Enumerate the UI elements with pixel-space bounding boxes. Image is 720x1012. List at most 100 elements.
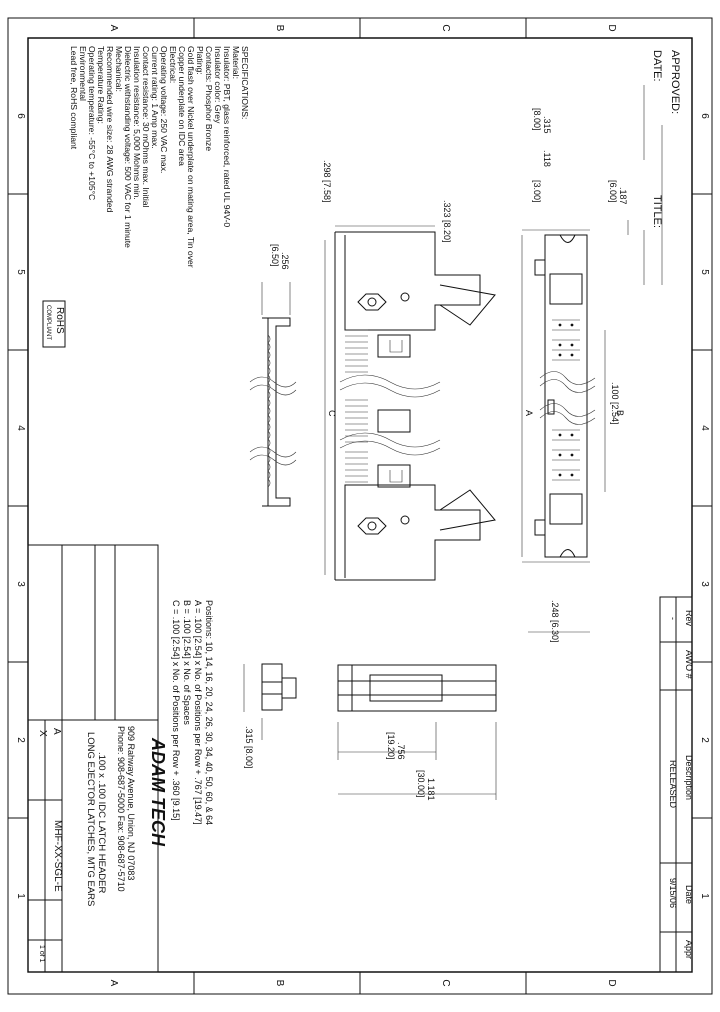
company-name: ADAM TECH — [148, 737, 168, 847]
dim-118-label: .118 — [542, 150, 552, 167]
part-description-1: .100 x .100 IDC LATCH HEADER — [96, 752, 107, 893]
pin-row-line — [552, 429, 580, 481]
zone-number: 2 — [15, 737, 26, 743]
dim-298-label: .298 [7.58] — [322, 160, 332, 203]
break-mark — [249, 454, 297, 466]
zone-number: 4 — [15, 425, 26, 431]
break-mark — [339, 374, 441, 390]
dim-248-label: .248 [6.30] — [550, 600, 560, 643]
dim-800-label: [8.00] — [532, 108, 542, 131]
cable-profile — [262, 317, 291, 507]
spec-line: Plating: — [195, 46, 205, 75]
zone-letter: B — [274, 980, 285, 987]
rev-value: - — [668, 617, 678, 620]
dim-100-label: .100 [2.54] — [610, 382, 620, 425]
dim-323-label: .323 [8.20] — [442, 200, 452, 243]
contact-detail — [389, 340, 403, 353]
pin — [558, 433, 562, 437]
company-phone: Phone: 908-687-5000 Fax: 908-687-5710 — [116, 726, 126, 892]
contact-detail — [389, 470, 403, 483]
top-view — [534, 234, 596, 558]
break-mark — [249, 376, 297, 388]
spec-line: Recommended wire size: 28 AWG stranded — [105, 46, 115, 213]
zone-number: 6 — [15, 113, 26, 119]
revision-table: Rev AWO # Description Date Appr - RELEAS… — [659, 596, 694, 973]
spec-line: Temperature Rating: — [96, 46, 106, 124]
mounting-hole — [367, 521, 377, 531]
positions-line: C = .100 [2.54] x No. of Positions per R… — [171, 600, 181, 821]
zone-number: 5 — [15, 269, 26, 275]
pin — [558, 353, 562, 357]
spec-line: Gold flash over Nickel underplate on mat… — [186, 46, 196, 268]
top-view-notch — [534, 259, 545, 276]
dim-315b-label: .315 [8.00] — [244, 726, 254, 769]
dim-256-label: .256 — [280, 252, 290, 270]
zone-letter: D — [606, 24, 617, 31]
end-view-body — [337, 664, 497, 712]
appr-col-header: Appr — [684, 940, 694, 959]
mounting-ear-hex — [357, 517, 387, 535]
idc-contact — [345, 329, 368, 373]
top-view-latch-end — [549, 493, 583, 525]
spec-line: Insulation resistance: 5,000 Mohms min. — [132, 46, 142, 200]
break-mark — [339, 432, 441, 448]
sheet-number: 1 of 1 — [38, 945, 45, 963]
approved-label: APPROVED: — [669, 50, 681, 114]
positions-notes: Positions: 10, 14, 16, 20, 24, 26, 30, 3… — [171, 600, 214, 825]
dim-1181-label: 1.181 — [426, 778, 436, 801]
date-label: DATE: — [651, 50, 663, 82]
break-mark — [539, 379, 596, 393]
date-col-header: Date — [684, 885, 694, 904]
contact-window — [377, 464, 411, 488]
spec-line: Contacts: Phosphor Bronze — [204, 46, 214, 151]
dim-c-label: C — [327, 410, 337, 417]
ejector-latch — [439, 489, 496, 531]
description-value: RELEASED — [668, 760, 678, 809]
spec-line: Insulator: PBT, glass reinforced, rated … — [222, 46, 232, 227]
spec-line: Electrical: — [168, 46, 178, 83]
positions-line: A = .100 [2.54] x No. of Positions per R… — [193, 600, 203, 825]
positions-line: Positions: 10, 14, 16, 20, 24, 26, 30, 3… — [204, 600, 214, 825]
cable-ribs — [267, 334, 271, 488]
dim-300-label: [3.00] — [532, 180, 542, 203]
end-view-latch — [369, 674, 443, 702]
rohs-compliant-text: COMPLIANT — [45, 305, 51, 340]
top-view-ear — [559, 234, 576, 243]
zone-number: 5 — [699, 269, 710, 275]
cable-view: .256 [6.50] — [249, 244, 297, 507]
end-view: .756 [19.20] 1.181 [30.00] — [337, 664, 497, 801]
mounting-hole — [400, 515, 410, 525]
specifications: SPECIFICATIONS: Material: Insulator: PBT… — [69, 46, 250, 268]
zone-number: 6 — [699, 113, 710, 119]
idc-contact — [345, 451, 368, 483]
zone-number: 1 — [15, 893, 26, 899]
spec-line: Operating temperature: -55°C to +105°C — [87, 46, 97, 200]
mounting-ear-hex — [357, 293, 387, 311]
zone-letter: C — [440, 24, 451, 31]
profile-body — [261, 663, 283, 711]
part-description-2: LONG EJECTOR LATCHES, MTG EARS — [85, 732, 96, 906]
break-mark — [539, 411, 596, 425]
zone-number: 1 — [699, 893, 710, 899]
top-view-notch — [534, 519, 545, 536]
dim-1920-label: [19.20] — [386, 732, 396, 760]
drawing-size: A — [51, 728, 62, 735]
zone-letter: B — [274, 25, 285, 32]
title-block-frame — [27, 544, 159, 973]
pin-row-line — [552, 319, 580, 361]
date-value: 9/15/06 — [668, 878, 678, 908]
break-mark — [339, 382, 441, 398]
dim-3000-label: [30.00] — [416, 770, 426, 798]
break-mark — [539, 371, 596, 385]
polarization-key — [547, 399, 555, 415]
dim-b-label: B — [615, 410, 625, 416]
top-view-pin-field — [552, 319, 580, 481]
contact-window — [377, 334, 411, 358]
cable-profile — [262, 317, 269, 507]
pin — [570, 343, 574, 347]
spec-line: Dielectric withstanding voltage: 500 VAC… — [123, 46, 133, 248]
pin — [570, 353, 574, 357]
title-block: ADAM TECH 909 Rahway Avenue, Union, NJ 0… — [27, 544, 168, 973]
specs-heading: SPECIFICATIONS: — [240, 46, 250, 119]
